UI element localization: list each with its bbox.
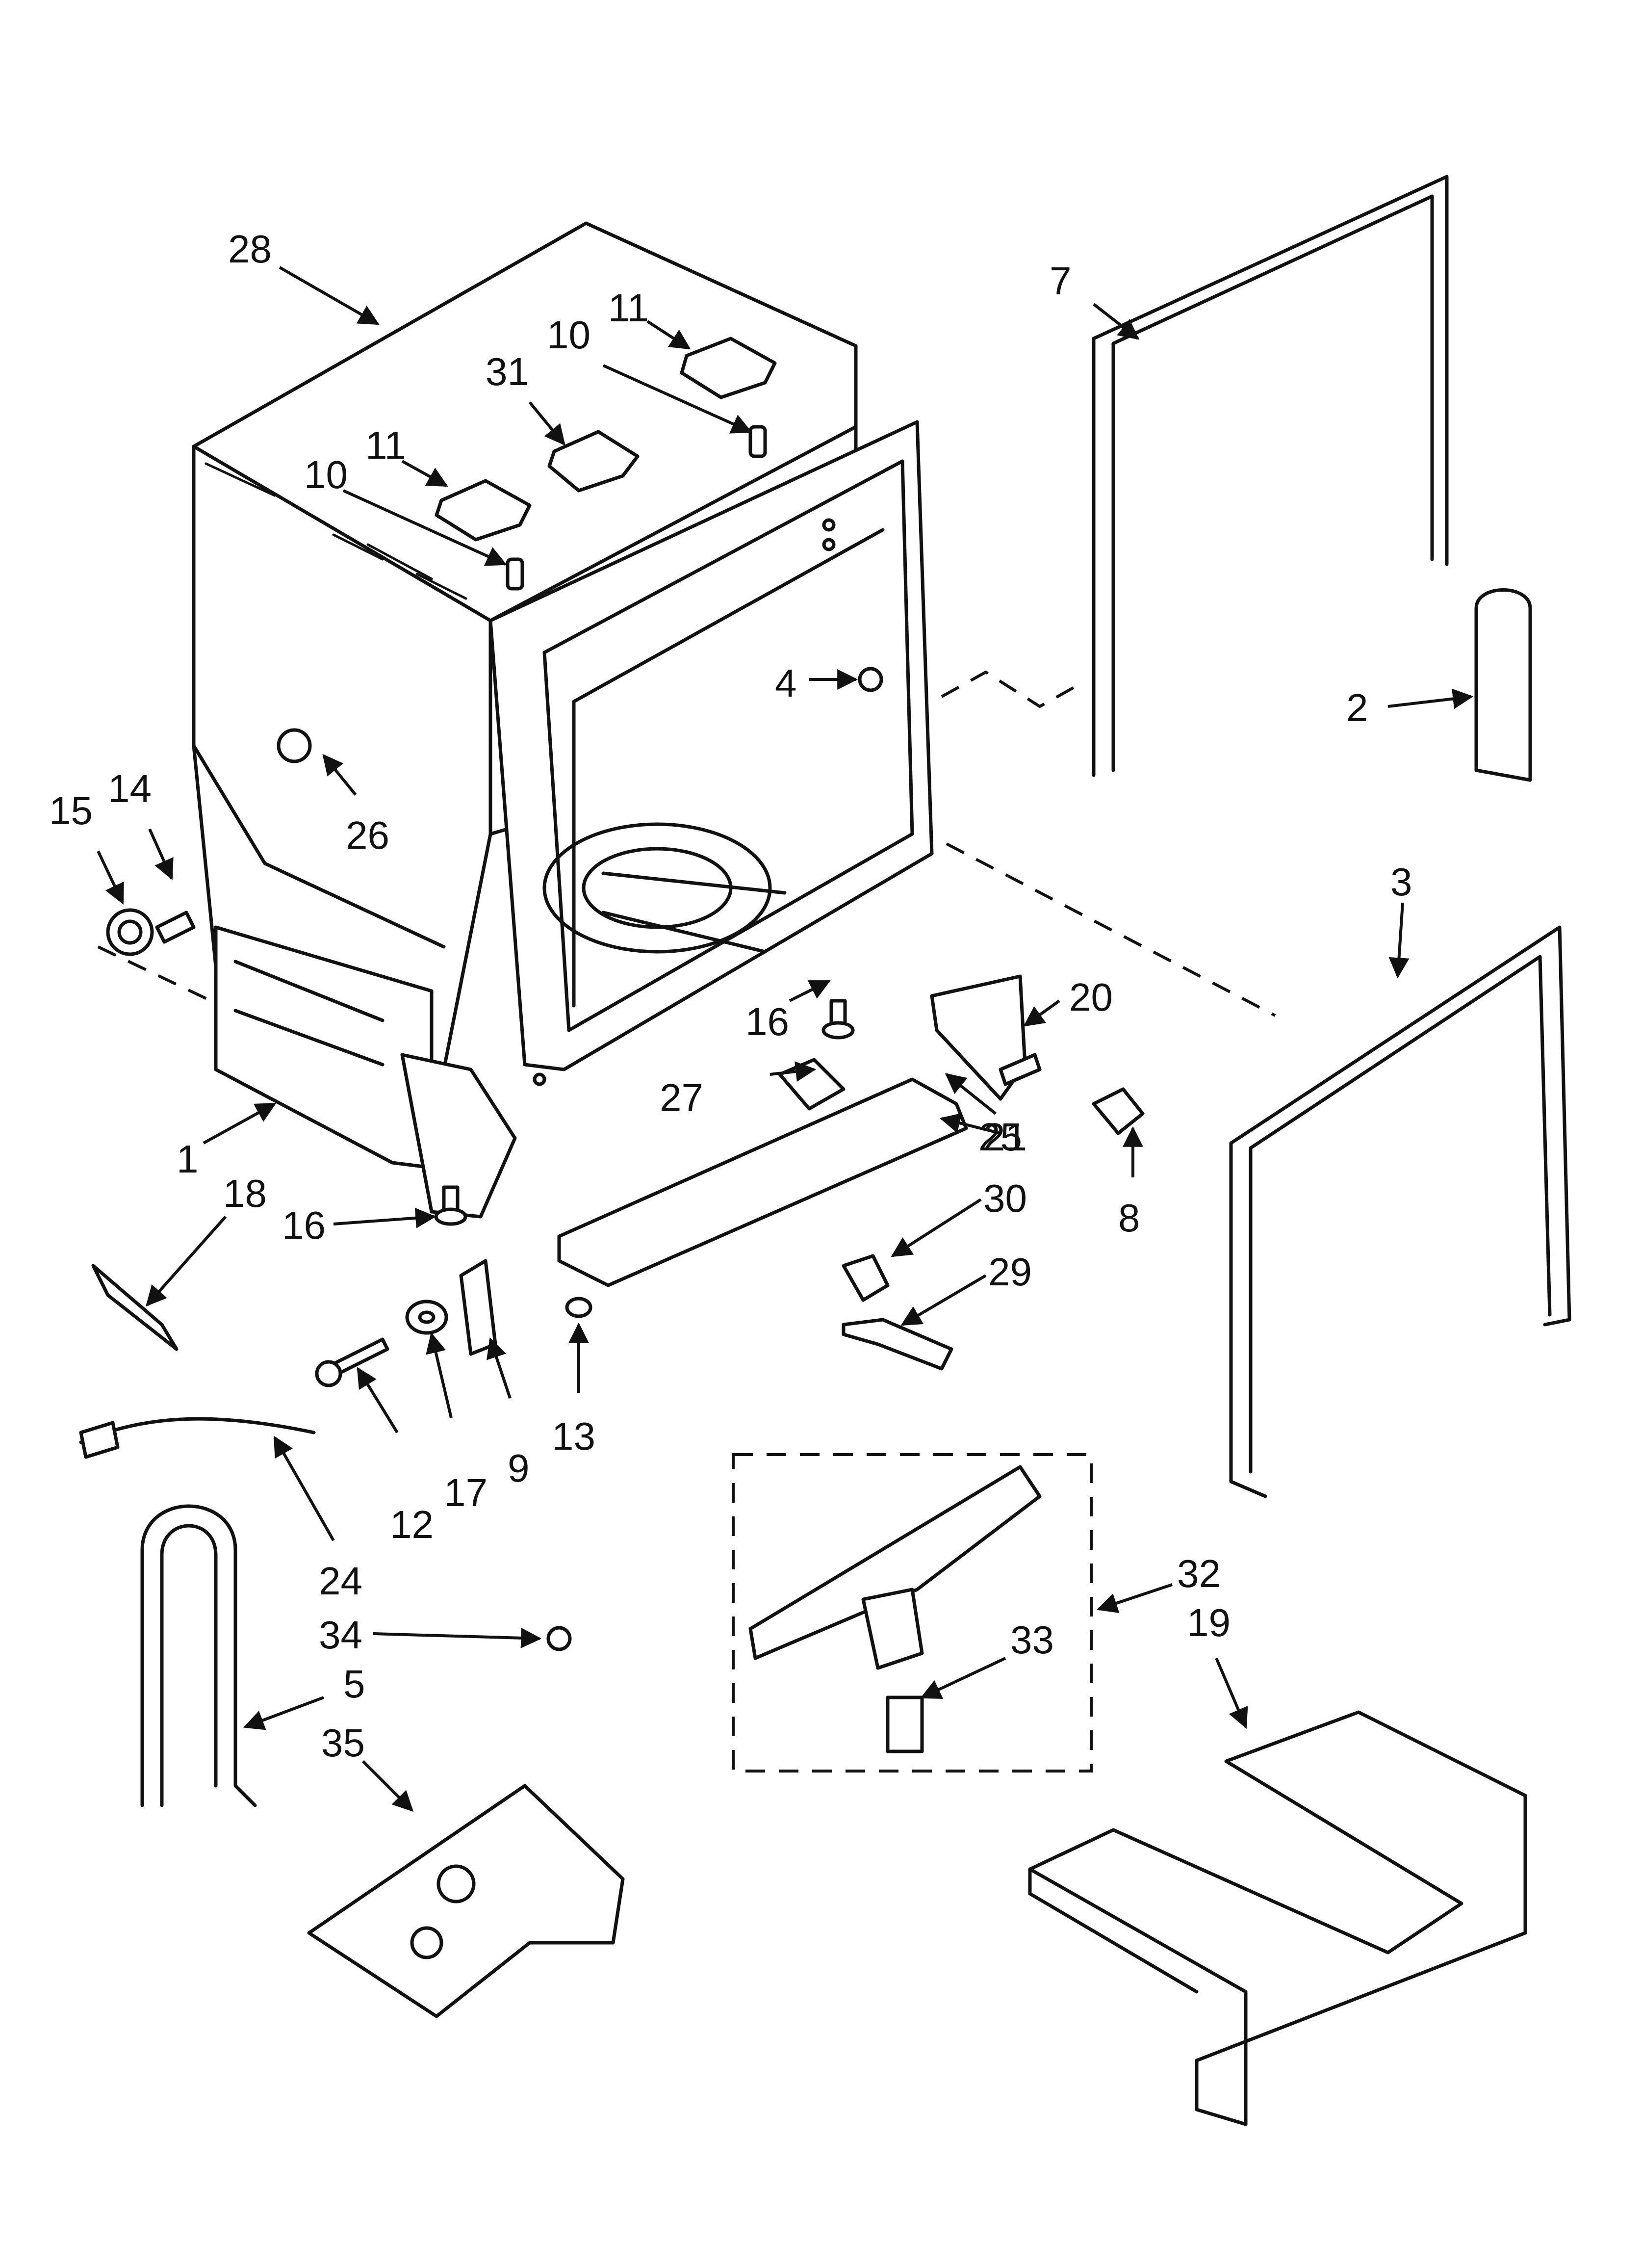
callout-17: 17 — [444, 1471, 487, 1514]
clip-8 — [1092, 1087, 1145, 1135]
callout-27: 27 — [660, 1076, 703, 1120]
callout-1: 1 — [177, 1137, 199, 1181]
callout-26: 26 — [346, 813, 389, 857]
screw-12 — [315, 1337, 389, 1387]
callout-7: 7 — [1050, 259, 1072, 303]
screw-20 — [999, 1053, 1042, 1086]
hose-5 — [140, 1504, 257, 1807]
screw-10-upper — [748, 425, 767, 458]
callout-24: 24 — [319, 1559, 362, 1603]
hinge-bracket-11-lower — [435, 479, 532, 542]
sensor-30 — [842, 1254, 890, 1302]
callout-13: 13 — [552, 1414, 595, 1458]
spring-18 — [91, 1264, 179, 1351]
clamp-34 — [546, 1626, 572, 1651]
leader-lines — [97, 266, 1474, 1812]
callout-12: 12 — [390, 1503, 434, 1546]
plug-26 — [277, 728, 312, 763]
callout-14: 14 — [108, 767, 152, 810]
callout-3: 3 — [1390, 860, 1412, 904]
wire-24 — [79, 1417, 316, 1459]
callout-15: 15 — [49, 789, 93, 833]
callout-31: 31 — [486, 350, 529, 393]
callout-32: 32 — [1177, 1552, 1221, 1595]
callout-5: 5 — [343, 1662, 365, 1706]
callout-10-lower: 10 — [304, 453, 348, 496]
callout-35: 35 — [321, 1721, 365, 1765]
panel-25 — [557, 1077, 968, 1287]
bracket-31 — [547, 430, 640, 493]
callout-19: 19 — [1187, 1601, 1231, 1644]
callout-18: 18 — [223, 1172, 267, 1215]
callout-4: 4 — [775, 661, 797, 705]
tub-gasket-3 — [1229, 925, 1571, 1498]
door-gasket-7 — [1092, 175, 1449, 777]
bracket-29 — [842, 1318, 953, 1371]
callout-16-upper: 16 — [745, 1000, 789, 1043]
assembly-line-center — [946, 842, 1276, 1017]
callout-16-lower: 16 — [282, 1203, 326, 1247]
callout-2: 2 — [1346, 686, 1368, 730]
nut-15 — [106, 908, 154, 956]
callout-9: 9 — [508, 1446, 530, 1490]
clip-27 — [778, 1058, 846, 1111]
callout-11-upper: 11 — [608, 286, 649, 330]
parts-bag-35 — [307, 1784, 625, 2018]
pump-assembly-32 — [732, 1453, 1093, 1773]
callout-8: 8 — [1118, 1196, 1140, 1240]
callout-21: 21 — [983, 1115, 1027, 1159]
callout-11-lower: 11 — [365, 423, 406, 467]
plug-4 — [858, 667, 883, 692]
callout-10-upper: 10 — [547, 313, 590, 357]
callout-33: 33 — [1010, 1618, 1054, 1662]
tub-assembly — [192, 221, 934, 1219]
callout-25: 25 — [978, 1115, 1022, 1159]
assembly-line-left — [97, 945, 212, 1002]
washer-17 — [405, 1300, 448, 1335]
hinge-bracket-11-upper — [680, 337, 777, 399]
insulation-19 — [1028, 1710, 1527, 2126]
callout-30: 30 — [983, 1176, 1027, 1220]
screw-14 — [155, 911, 196, 944]
leveling-leg-16-upper — [821, 999, 855, 1040]
callout-34: 34 — [319, 1613, 362, 1657]
tube-2 — [1474, 588, 1532, 782]
clip-13 — [565, 1297, 592, 1318]
screw-10-lower — [506, 557, 524, 591]
callout-28: 28 — [228, 227, 272, 271]
callout-29: 29 — [988, 1250, 1032, 1294]
callout-20: 20 — [1069, 975, 1113, 1019]
assembly-line-gasket — [941, 670, 1085, 708]
float-switch-33 — [886, 1695, 924, 1753]
